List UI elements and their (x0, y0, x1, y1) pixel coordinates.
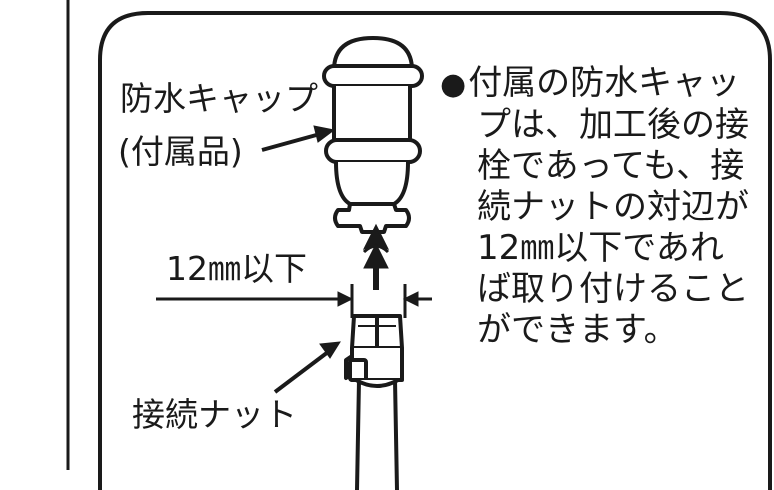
note-line: ●付属の防水キャッ (440, 63, 741, 103)
note-text: ●付属の防水キャッ プは、加工後の接 栓であっても、接 続ナットの対辺が 12㎜… (440, 63, 760, 351)
note-line: ができます。 (477, 310, 678, 350)
nut-label: 接続ナット (132, 395, 297, 434)
note-line: ば取り付けること (477, 269, 749, 309)
note-line: プは、加工後の接 (477, 105, 749, 145)
waterproof-cap-icon (322, 36, 424, 234)
bullet-icon: ● (440, 67, 467, 102)
note-line: 12㎜以下であれ (477, 228, 724, 268)
connection-nut-icon (344, 314, 404, 388)
cap-leader-arrow (261, 125, 336, 152)
hose-icon (355, 379, 399, 490)
note-line: 続ナットの対辺が (477, 187, 749, 227)
note-line: 栓であっても、接 (477, 146, 745, 186)
cap-label: 防水キャップ (120, 79, 318, 118)
panel-frame (98, 11, 772, 490)
width-label: 12㎜以下 (166, 249, 307, 288)
arrow-icon (363, 242, 389, 290)
width-dimension-marker (156, 284, 432, 318)
cap-accessory-label: (付属品) (118, 132, 243, 171)
nut-leader-arrow (273, 341, 341, 394)
